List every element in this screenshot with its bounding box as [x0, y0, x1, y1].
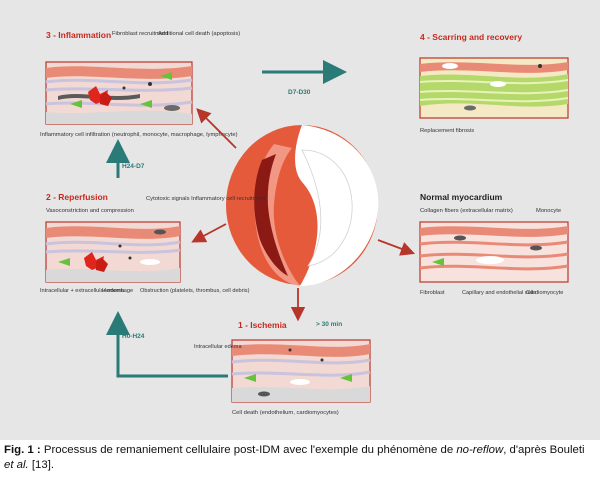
ischemia-tissue [231, 339, 371, 403]
scarring-tissue [419, 57, 569, 119]
hemorrhage-label: Hemorrhage [102, 288, 133, 294]
inflammation-tissue [45, 61, 193, 125]
heart-cross-section [226, 125, 379, 286]
figure-panel: 3 - Inflammation Fibroblast recruitment … [0, 0, 600, 440]
heart-to-reperfusion-arrow [191, 223, 227, 243]
heart-to-normal-arrow [377, 239, 416, 256]
cytotoxic-signals-label: Cytotoxic signals Inflammatory cell recr… [146, 196, 266, 202]
caption-label: Fig. 1 : [4, 444, 41, 456]
cell-death-label: Cell death (endothelium, cardiomyocytes) [232, 410, 339, 416]
intracellular-edema-label: Intracellular edema [194, 344, 242, 350]
over-30-min-label: > 30 min [316, 321, 342, 328]
figure-caption: Fig. 1 : Processus de remaniement cellul… [4, 443, 596, 473]
reperfusion-tissue [45, 221, 181, 283]
h0-h24-label: H0-H24 [122, 333, 145, 340]
collagen-fibers-label: Collagen fibers (extracellular matrix) [420, 208, 513, 214]
cardiomyocyte-label: Cardiomyocyte [526, 290, 563, 296]
caption-no-reflow: no-reflow [456, 444, 504, 456]
h0-h24-arrow [106, 311, 228, 378]
h24-d7-label: H24-D7 [122, 163, 145, 170]
replacement-fibrosis-label: Replacement fibrosis [420, 128, 474, 134]
caption-text-c: [13]. [28, 459, 55, 471]
inflammation-title: 3 - Inflammation [46, 30, 111, 40]
normal-myocardium-title: Normal myocardium [420, 192, 503, 202]
heart-to-inflammation-arrow [196, 108, 237, 149]
caption-et-al: et al. [4, 459, 29, 471]
obstruction-label: Obstruction (platelets, thrombus, cell d… [140, 288, 250, 294]
scarring-title: 4 - Scarring and recovery [420, 32, 522, 42]
edema-label: Intracellular + extracellular edema [40, 288, 125, 294]
capillary-endothelial-label: Capillary and endothelial cells [462, 290, 536, 296]
normal-myocardium-tissue [419, 221, 569, 283]
inflammatory-infiltration-label: Inflammatory cell infiltration (neutroph… [40, 132, 238, 138]
fibroblast-label: Fibroblast [420, 290, 445, 296]
monocyte-label: Monocyte [536, 208, 561, 214]
fibroblast-recruitment-label: Fibroblast recruitment [112, 31, 168, 37]
caption-text-a: Processus de remaniement cellulaire post… [40, 444, 457, 456]
vasoconstriction-label: Vasoconstriction and compression [46, 208, 134, 214]
reperfusion-title: 2 - Reperfusion [46, 192, 108, 202]
process-diagram: 3 - Inflammation Fibroblast recruitment … [40, 30, 569, 416]
ischemia-title: 1 - Ischemia [238, 320, 287, 330]
d7-d30-label: D7-D30 [288, 89, 311, 96]
caption-text-b: , d'après Bouleti [503, 444, 585, 456]
additional-cell-death-label: Additional cell death (apoptosis) [158, 31, 240, 37]
